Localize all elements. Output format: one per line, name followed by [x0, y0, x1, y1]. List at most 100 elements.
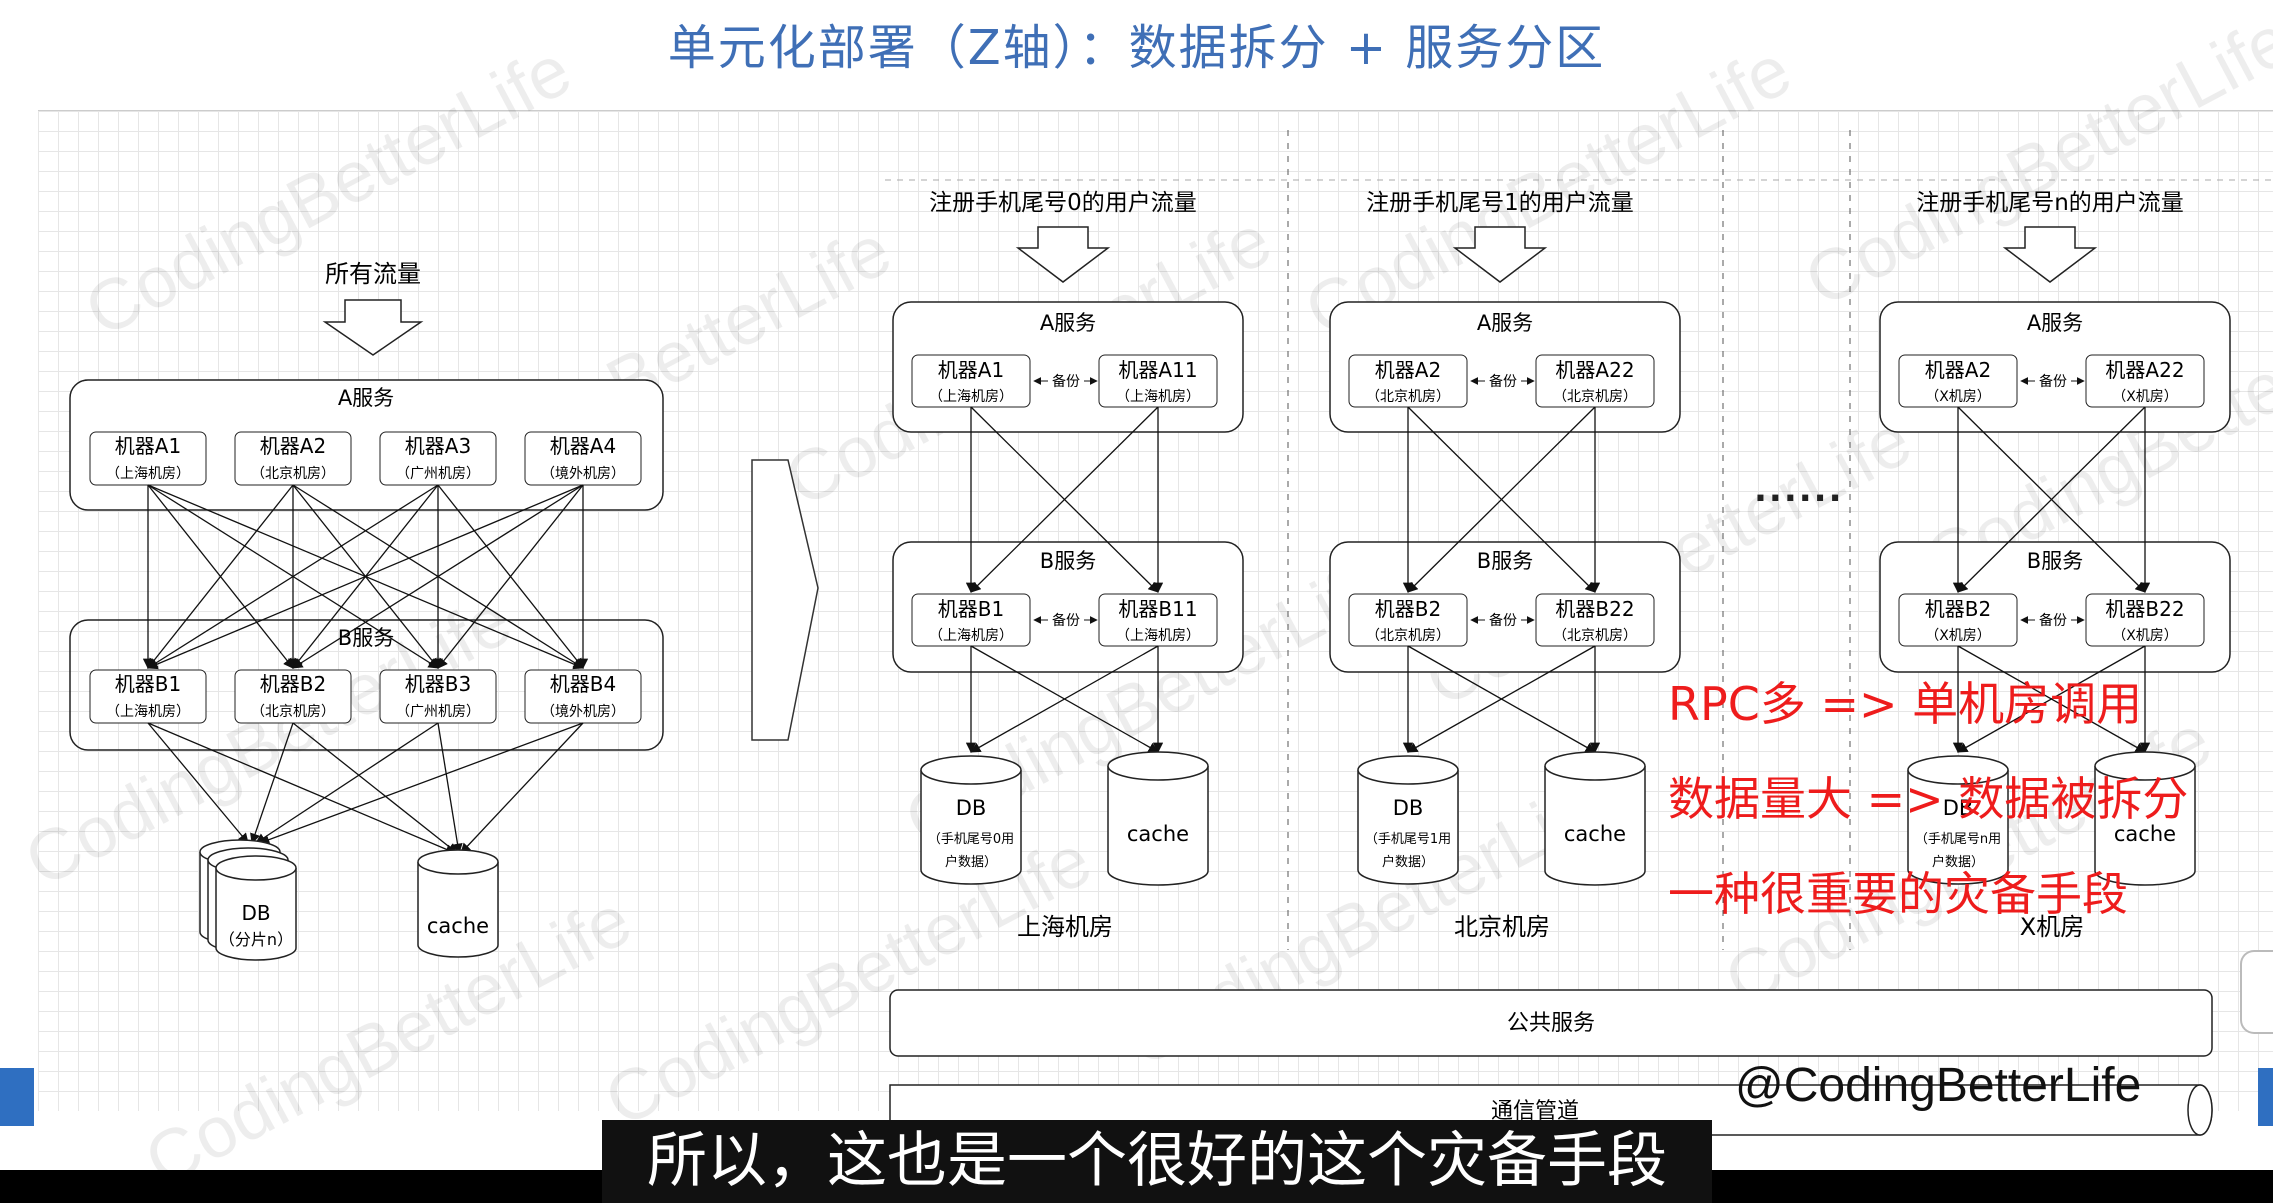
down-arrow-icon	[322, 299, 424, 356]
machine-b2: 机器B2 （北京机房）	[234, 669, 352, 724]
svg-text:DB: DB	[241, 901, 270, 925]
machine-a-primary-room: （上海机房）	[929, 389, 1013, 405]
machine-a-primary-room: （X机房）	[1925, 389, 1991, 405]
svg-text:机器B3: 机器B3	[405, 672, 471, 696]
svg-text:机器B1: 机器B1	[115, 672, 181, 696]
machine-a3: 机器A3 （广州机房）	[379, 431, 497, 486]
down-arrow-icon	[1015, 226, 1111, 283]
db-label: DB	[1943, 796, 1974, 820]
machine-a-backup-room: （北京机房）	[1553, 389, 1637, 405]
machine-b-backup: 机器B22（X机房）	[2085, 593, 2205, 647]
unit-traffic-label: 注册手机尾号1的用户流量	[1366, 190, 1634, 216]
a-service-label: A服务	[1477, 311, 1533, 335]
db-label: DB	[956, 796, 987, 820]
unit-2: 注册手机尾号n的用户流量A服务机器A2（X机房）机器A22（X机房）备份B服务机…	[1879, 190, 2231, 941]
unit-0: 注册手机尾号0的用户流量A服务机器A1（上海机房）机器A11（上海机房）备份B服…	[892, 190, 1244, 941]
a-service-label: A服务	[2027, 311, 2083, 335]
svg-text:机器A3: 机器A3	[405, 434, 471, 458]
annotation-data-split: 数据量大 => 数据被拆分	[1668, 772, 2189, 826]
machine-b3: 机器B3 （广州机房）	[379, 669, 497, 724]
machine-b-backup: 机器B22（北京机房）	[1535, 593, 1655, 647]
subtitle-caption: 所以，这也是一个很好的这个灾备手段	[602, 1120, 1712, 1203]
machine-b-primary-name: 机器B2	[1375, 597, 1441, 621]
machine-a1: 机器A1 （上海机房）	[89, 431, 207, 486]
backup-label: 备份	[1489, 373, 1517, 390]
db-sub-label: 户数据）	[945, 854, 997, 870]
backup-label: 备份	[1052, 373, 1080, 390]
machine-b-backup-room: （X机房）	[2112, 628, 2178, 644]
machine-a-backup: 机器A22（X机房）	[2085, 354, 2205, 408]
a-service-label: A服务	[1040, 311, 1096, 335]
svg-text:（境外机房）: （境外机房）	[541, 704, 625, 720]
machine-a-primary: 机器A2（北京机房）	[1348, 354, 1468, 408]
machine-b-primary: 机器B1 （上海机房）	[911, 593, 1031, 647]
public-service-label: 公共服务	[1507, 1011, 1595, 1036]
comm-pipe-label: 通信管道	[1491, 1099, 1579, 1124]
side-tab-handle[interactable]	[2240, 950, 2273, 1034]
svg-text:（境外机房）: （境外机房）	[541, 466, 625, 482]
machine-b-backup-room: （北京机房）	[1553, 628, 1637, 644]
b-service-label: B服务	[2027, 549, 2083, 573]
db-sub-label: 户数据）	[1382, 854, 1434, 870]
machine-a-primary-name: 机器A1	[938, 358, 1004, 382]
b-service-label: B服务	[1040, 549, 1096, 573]
annotation-rpc: RPC多 => 单机房调用	[1668, 677, 2143, 731]
unit-traffic-label: 注册手机尾号0的用户流量	[929, 190, 1197, 216]
cache-cylinder: cache	[1544, 751, 1646, 886]
b-service-group	[69, 619, 664, 751]
machine-a-primary-name: 机器A2	[1925, 358, 1991, 382]
unit-connections	[1402, 406, 1601, 754]
cache-label: cache	[2114, 822, 2176, 846]
machine-b-primary: 机器B2 （北京机房）	[1348, 593, 1468, 647]
backup-label: 备份	[2039, 373, 2067, 390]
unit-connections	[1952, 406, 2151, 754]
slide-title: 单元化部署（Z轴）：数据拆分 + 服务分区	[667, 20, 1606, 76]
db-sub-label: 户数据）	[1932, 854, 1984, 870]
db-sub-label: （手机尾号n用	[1915, 832, 2001, 847]
mesh-connections	[142, 484, 589, 855]
machine-b-primary-name: 机器B1	[938, 597, 1004, 621]
machine-b-primary-room: （上海机房）	[929, 628, 1013, 644]
a-service-group	[69, 379, 664, 511]
machine-a2: 机器A2 （北京机房）	[234, 431, 352, 486]
cache-label: cache	[1564, 822, 1626, 846]
cache-cylinder: cache	[1107, 751, 1209, 886]
machine-b-backup-room: （上海机房）	[1116, 628, 1200, 644]
machine-a4: 机器A4 （境外机房）	[524, 431, 642, 486]
db-sub-label: （手机尾号0用	[928, 832, 1014, 847]
machine-b-primary-name: 机器B2	[1925, 597, 1991, 621]
svg-text:（上海机房）: （上海机房）	[106, 466, 190, 482]
backup-label: 备份	[1052, 612, 1080, 629]
machine-a-backup-room: （上海机房）	[1116, 389, 1200, 405]
machine-a-primary: 机器A2 （X机房）	[1898, 354, 2018, 408]
svg-text:（广州机房）: （广州机房）	[396, 466, 480, 482]
unit-connections	[965, 406, 1164, 754]
room-label: 北京机房	[1454, 913, 1550, 941]
db-label: DB	[1393, 796, 1424, 820]
machine-b-backup-name: 机器B11	[1118, 597, 1197, 621]
machine-b-primary-room: （北京机房）	[1366, 628, 1450, 644]
machine-b4: 机器B4 （境外机房）	[524, 669, 642, 724]
machine-b-primary-room: （X机房）	[1925, 628, 1991, 644]
machine-a-primary: 机器A1 （上海机房）	[911, 354, 1031, 408]
svg-text:（分片n）: （分片n）	[219, 930, 293, 949]
db-shards: DB （分片n）	[199, 839, 297, 961]
traffic-label: 所有流量	[325, 260, 421, 288]
room-label: 上海机房	[1017, 913, 1113, 941]
machine-b-primary: 机器B2 （X机房）	[1898, 593, 2018, 647]
machine-a-backup: 机器A22（北京机房）	[1535, 354, 1655, 408]
down-arrow-icon	[2002, 226, 2098, 283]
down-arrow-icon	[1452, 226, 1548, 283]
svg-text:（北京机房）: （北京机房）	[251, 466, 335, 482]
accent-bar-right	[2258, 1068, 2273, 1126]
svg-text:机器B2: 机器B2	[260, 672, 326, 696]
svg-text:机器A4: 机器A4	[550, 434, 616, 458]
ellipsis: ......	[1754, 470, 1844, 510]
author-handle: @CodingBetterLife	[1735, 1059, 2142, 1112]
machine-a-backup-room: （X机房）	[2112, 389, 2178, 405]
